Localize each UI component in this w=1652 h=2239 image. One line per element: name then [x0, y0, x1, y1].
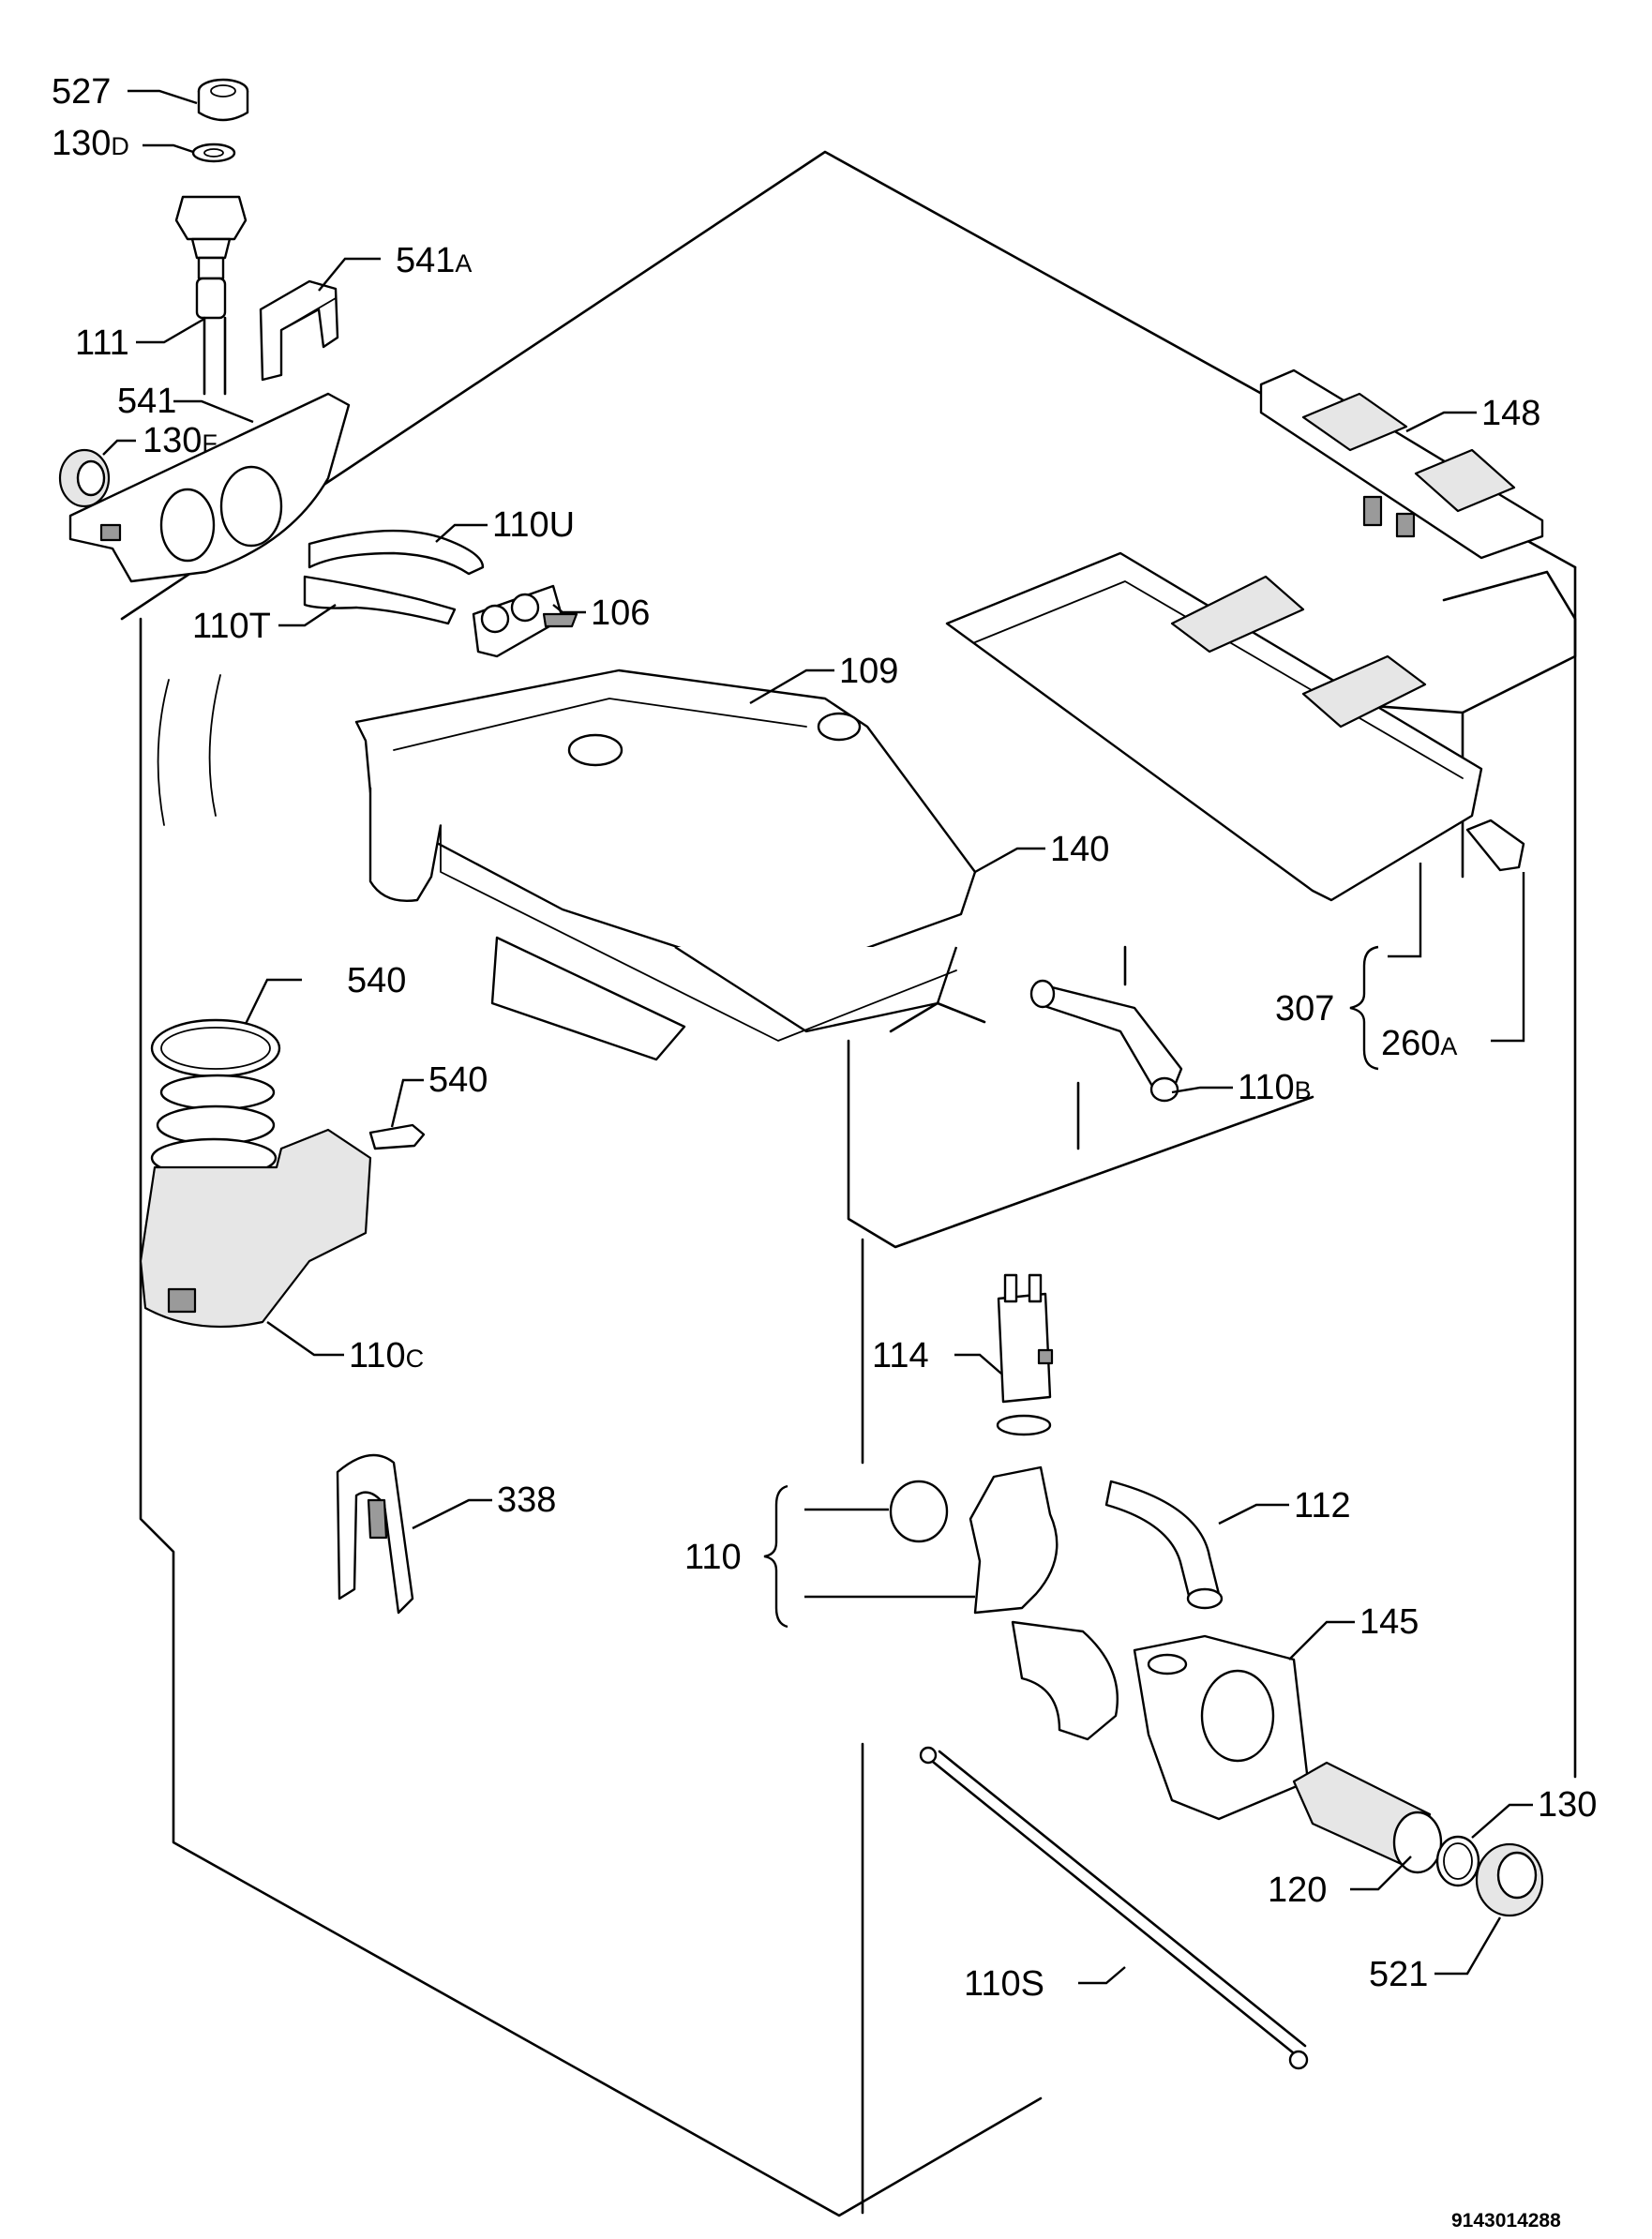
part-111-inlet-hose [174, 195, 248, 396]
label-541: 541 [117, 382, 176, 421]
part-110t-hose [303, 575, 457, 625]
label-338: 338 [497, 1480, 556, 1520]
label-120: 120 [1268, 1871, 1327, 1910]
part-521-filter-cap [1475, 1842, 1544, 1917]
part-110c-bellows-hose [139, 1074, 372, 1329]
label-145: 145 [1359, 1602, 1419, 1642]
part-110u-hose [308, 529, 485, 576]
label-541a: 541A [396, 241, 472, 280]
label-110b: 110B [1238, 1068, 1312, 1107]
label-110s: 110S [964, 1964, 1044, 2004]
document-number: 9143014288 [1451, 2210, 1561, 2231]
part-109-dispenser-housing [354, 669, 977, 1061]
label-140: 140 [1050, 830, 1109, 869]
part-541-panel [68, 392, 351, 583]
label-109: 109 [839, 652, 898, 691]
label-106: 106 [591, 594, 650, 633]
label-148: 148 [1481, 394, 1540, 433]
label-307: 307 [1275, 989, 1334, 1029]
part-260a-spring [1465, 819, 1525, 872]
leader-lines [102, 89, 1533, 1985]
part-145-pump-body [1133, 1634, 1310, 1821]
part-130d-washer [191, 143, 236, 163]
label-112: 112 [1294, 1486, 1351, 1525]
part-140-dispenser-drawer [945, 551, 1483, 902]
label-540-upper: 540 [347, 961, 406, 1000]
label-260a: 260A [1381, 1024, 1457, 1063]
part-148-handle [1259, 368, 1544, 560]
part-110-pump-housing [889, 1465, 1119, 1741]
part-527-fitting [197, 78, 249, 122]
label-521: 521 [1369, 1955, 1428, 1994]
part-110s-rod [919, 1746, 1309, 2070]
part-120-filter [1292, 1761, 1443, 1874]
label-540-lower: 540 [428, 1060, 488, 1100]
label-110: 110 [684, 1538, 742, 1577]
callout-labels: 527 130D 541A 111 541 130F 110U 110T 106… [52, 72, 1597, 2231]
label-527: 527 [52, 72, 111, 112]
label-110c: 110C [349, 1336, 424, 1375]
label-130d: 130D [52, 124, 129, 163]
part-110b-hose [1029, 979, 1183, 1103]
part-106-valve [472, 584, 578, 658]
part-541a-clip [259, 279, 339, 382]
part-130-o-ring [1435, 1835, 1480, 1887]
label-130f: 130F [143, 421, 218, 460]
part-112-hose [1104, 1480, 1224, 1610]
label-130: 130 [1538, 1785, 1597, 1825]
label-114: 114 [872, 1336, 929, 1375]
label-111: 111 [75, 323, 129, 363]
part-130f-grommet [58, 448, 111, 508]
part-540-hose-clamp [150, 1018, 281, 1078]
part-114-level-sensor [996, 1273, 1054, 1436]
label-110t: 110T [192, 607, 271, 646]
label-110u: 110U [492, 505, 575, 545]
part-540-hose-clamp-small [368, 1123, 426, 1150]
part-338-clip [336, 1453, 414, 1615]
